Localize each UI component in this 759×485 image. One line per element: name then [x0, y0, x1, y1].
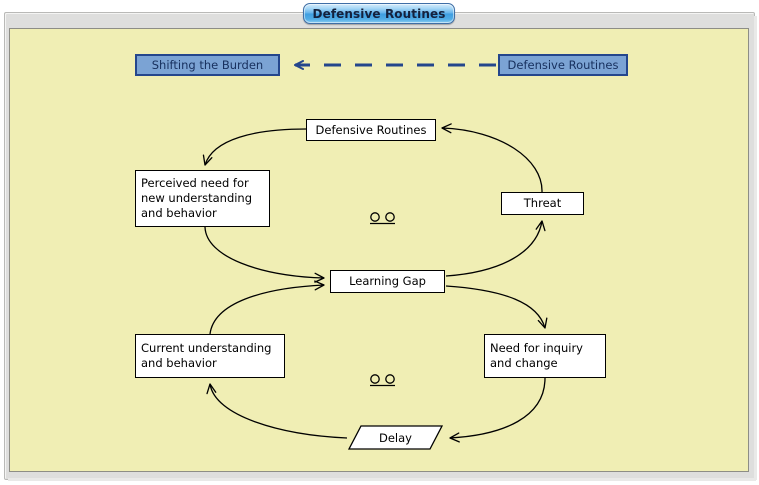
node-threat[interactable]: Threat — [501, 192, 584, 215]
edge-delay-to-current-understanding — [206, 383, 348, 439]
window-shadow-bottom — [8, 478, 756, 481]
balancing-loop-marker-top — [370, 212, 395, 225]
node-current-understanding-label: Current understanding and behavior — [141, 341, 272, 370]
node-delay-label: Delay — [379, 430, 412, 445]
node-perceived-need[interactable]: Perceived need for new understanding and… — [135, 170, 270, 227]
diagram-canvas[interactable]: Shifting the Burden Defensive Routines — [9, 28, 749, 472]
link-box-shifting-the-burden[interactable]: Shifting the Burden — [135, 54, 280, 76]
causal-edges-layer — [202, 123, 548, 443]
diagram-title-tab[interactable]: Defensive Routines — [303, 3, 455, 24]
window-shadow-right — [754, 16, 757, 480]
node-defensive-routines-label: Defensive Routines — [315, 122, 427, 137]
node-current-understanding[interactable]: Current understanding and behavior — [135, 334, 285, 378]
edge-learning-gap-to-threat — [445, 220, 546, 277]
edge-current-understanding-to-learning-gap — [209, 280, 325, 335]
delay-parallelogram-shape — [348, 425, 443, 450]
node-perceived-need-label: Perceived need for new understanding and… — [141, 176, 253, 220]
diagram-title-tab-label: Defensive Routines — [312, 6, 446, 21]
edge-perceived-need-to-learning-gap — [204, 226, 325, 283]
link-box-defensive-routines[interactable]: Defensive Routines — [498, 54, 628, 76]
node-learning-gap-label: Learning Gap — [349, 274, 426, 288]
link-box-defensive-routines-label: Defensive Routines — [507, 58, 619, 72]
edge-learning-gap-to-need-for-inquiry — [445, 285, 548, 329]
balancing-loop-marker-bottom — [370, 374, 395, 387]
node-delay[interactable]: Delay — [348, 425, 443, 450]
node-learning-gap[interactable]: Learning Gap — [330, 270, 445, 293]
edge-defensive-routines-to-perceived-need — [202, 128, 307, 166]
dashed-connector-layer — [294, 60, 496, 70]
edge-threat-to-defensive-routines — [441, 123, 543, 193]
edge-need-for-inquiry-to-delay — [449, 377, 546, 443]
node-threat-label: Threat — [523, 196, 562, 210]
link-box-shifting-the-burden-label: Shifting the Burden — [151, 58, 264, 72]
node-need-for-inquiry-label: Need for inquiry and change — [490, 341, 583, 370]
node-need-for-inquiry[interactable]: Need for inquiry and change — [484, 334, 606, 378]
node-defensive-routines[interactable]: Defensive Routines — [306, 119, 436, 141]
